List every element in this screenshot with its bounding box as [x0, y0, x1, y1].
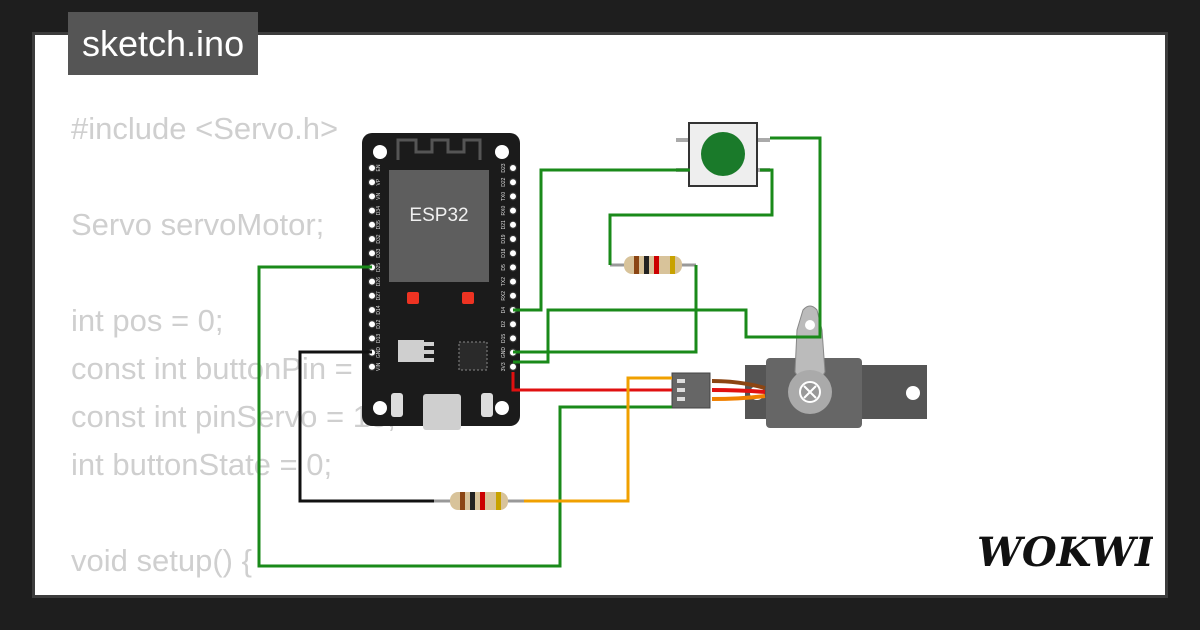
- pin-label: GND: [501, 347, 507, 359]
- pin-label: RX0: [501, 206, 507, 216]
- wire-red: [511, 372, 672, 392]
- wire-green: [608, 168, 774, 265]
- pin-d18[interactable]: [508, 248, 518, 258]
- pin-label: D23: [501, 163, 507, 172]
- pin-d33[interactable]: [367, 248, 377, 258]
- pin-d35[interactable]: [367, 220, 377, 229]
- pin-label: D4: [501, 307, 507, 314]
- pin-label: D12: [376, 319, 382, 328]
- pin-label: 3V3: [501, 362, 507, 371]
- pin-label: D33: [376, 248, 382, 257]
- pin-tx0[interactable]: [508, 192, 518, 201]
- wire-orange: [524, 376, 672, 503]
- code-editor: #include <Servo.h> Servo servoMotor; int…: [71, 111, 396, 595]
- resistor: [434, 492, 524, 510]
- file-tab[interactable]: sketch.ino: [68, 12, 259, 75]
- chip-label: ESP32: [409, 205, 468, 226]
- pin-label: VP: [376, 178, 382, 185]
- pin-d32[interactable]: [367, 234, 377, 244]
- pin-tx2[interactable]: [508, 277, 518, 286]
- pin-label: VIN: [376, 362, 382, 371]
- smd-pad: [462, 292, 474, 304]
- pin-label: D27: [376, 291, 382, 300]
- wire-green: [513, 136, 822, 364]
- pin-d21[interactable]: [508, 220, 518, 229]
- canvas-frame: #include <Servo.h> Servo servoMotor; int…: [32, 32, 1168, 598]
- pin-label: RX2: [501, 291, 507, 301]
- pin-label: D2: [501, 321, 507, 328]
- pin-label: TX0: [501, 192, 507, 201]
- pin-d27[interactable]: [367, 291, 377, 300]
- pin-3v3[interactable]: [508, 362, 518, 371]
- pin-d23[interactable]: [508, 163, 518, 173]
- pin-d12[interactable]: [367, 320, 377, 329]
- pin-d15[interactable]: [508, 334, 518, 343]
- pin-label: D21: [501, 220, 507, 229]
- pin-label: EN: [376, 164, 382, 171]
- reset-button[interactable]: [481, 393, 493, 417]
- pin-label: D13: [376, 334, 382, 343]
- logo-text: WOKWI: [977, 529, 1153, 576]
- pin-label: D32: [376, 234, 382, 243]
- pin-d34[interactable]: [367, 206, 377, 215]
- pin-d14[interactable]: [367, 305, 377, 315]
- pin-d5[interactable]: [508, 263, 518, 272]
- regulator-chip: [398, 340, 424, 362]
- pin-label: D25: [376, 263, 382, 272]
- pin-label: D15: [501, 334, 507, 343]
- wire-green: [513, 168, 690, 312]
- esp32-chip: [389, 170, 489, 282]
- pin-d26[interactable]: [367, 277, 377, 286]
- pin-rx0[interactable]: [508, 206, 518, 215]
- pin-label: D5: [501, 264, 507, 271]
- pin-rx2[interactable]: [508, 291, 518, 300]
- button-cap[interactable]: [701, 132, 745, 176]
- pin-label: D22: [501, 177, 507, 186]
- pin-d13[interactable]: [367, 334, 377, 343]
- pin-label: D19: [501, 234, 507, 243]
- pin-vp[interactable]: [367, 177, 377, 187]
- pin-label: D34: [376, 206, 382, 215]
- usb-port: [423, 394, 461, 430]
- pin-en[interactable]: [367, 163, 377, 173]
- servo-motor[interactable]: [671, 305, 927, 428]
- wokwi-logo[interactable]: WOKWI: [975, 524, 1153, 576]
- wires[interactable]: [257, 136, 822, 568]
- wire-black: [298, 350, 434, 503]
- pin-d2[interactable]: [508, 320, 518, 329]
- pushbutton[interactable]: [676, 122, 770, 187]
- pin-label: D26: [376, 277, 382, 286]
- boot-button[interactable]: [391, 393, 403, 417]
- pin-label: D14: [376, 305, 382, 314]
- pin-d22[interactable]: [508, 177, 518, 187]
- pin-label: VN: [376, 193, 382, 200]
- resistor: [610, 256, 696, 274]
- pin-vn[interactable]: [367, 192, 377, 201]
- pin-label: GND: [376, 347, 382, 359]
- pin-label: TX2: [501, 277, 507, 286]
- smd-pad: [407, 292, 419, 304]
- usb-uart-chip: [458, 341, 488, 371]
- pin-label: D18: [501, 248, 507, 257]
- esp32-board[interactable]: ESP32 ENVPVND34D35D32D33D25D26D27D14D12D…: [362, 133, 520, 430]
- pin-d19[interactable]: [508, 234, 518, 244]
- antenna-trace: [396, 138, 482, 160]
- wire-green: [513, 265, 698, 354]
- wire-green: [257, 265, 672, 568]
- pin-vin[interactable]: [367, 362, 377, 371]
- pin-label: D35: [376, 220, 382, 229]
